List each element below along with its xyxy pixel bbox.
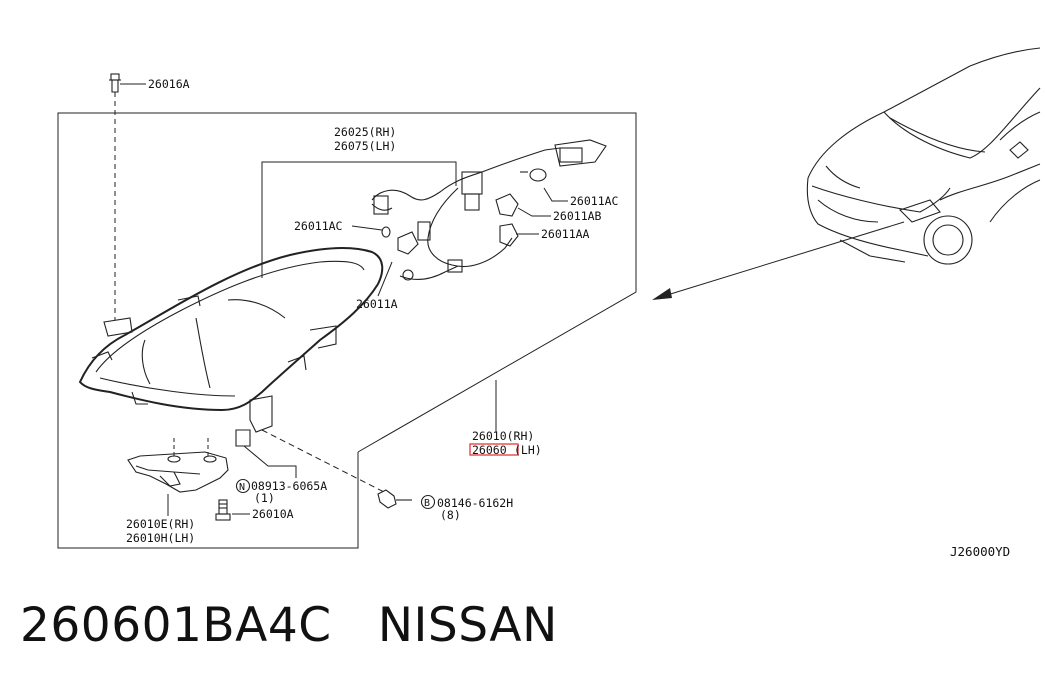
svg-text:B: B: [424, 498, 430, 509]
bolt-top-icon: [109, 73, 146, 93]
vehicle-icon: [806, 47, 1041, 265]
label-bulb-ac-left: 26011AC: [294, 219, 343, 233]
screw-icon: [215, 499, 231, 521]
label-harness-lh: 26075(LH): [334, 139, 396, 153]
label-bracket-screw: 26010A: [252, 507, 294, 521]
label-bracket-rh: 26010E(RH): [126, 517, 195, 531]
part-caption: 260601BA4C NISSAN: [20, 598, 558, 653]
diagram-code: J26000YD: [950, 544, 1010, 559]
bolt-icon: [377, 489, 412, 509]
label-headlamp-lh-code: 26060: [472, 443, 507, 457]
label-bulb-ab: 26011AB: [553, 209, 602, 223]
wiring-harness-icon: [371, 139, 607, 281]
label-headlamp-rh: 26010(RH): [472, 429, 534, 443]
label-bulb-ac-right: 26011AC: [570, 194, 619, 208]
headlamp-assembly-icon: [78, 247, 384, 447]
brand-name: NISSAN: [377, 598, 558, 653]
label-harness-rh: 26025(RH): [334, 125, 396, 139]
label-nut-part: 08913-6065A: [251, 479, 327, 493]
label-bolt-part: 08146-6162H: [437, 496, 513, 510]
highlight-box: [469, 443, 519, 456]
assembly-frame: [57, 112, 637, 549]
label-bulb-aa: 26011AA: [541, 227, 590, 241]
label-bracket-lh: 26010H(LH): [126, 531, 195, 545]
lamp-bracket-icon: [127, 438, 229, 493]
part-number: 260601BA4C: [20, 598, 332, 653]
nut-symbol: N: [235, 478, 251, 494]
label-bolt-top: 26016A: [148, 77, 190, 91]
label-bolt-qty: (8): [440, 508, 461, 522]
bolt-symbol: B: [420, 494, 436, 510]
label-nut-qty: (1): [254, 491, 275, 505]
svg-text:N: N: [239, 482, 245, 493]
label-headlamp-lh-suffix: (LH): [514, 443, 542, 457]
